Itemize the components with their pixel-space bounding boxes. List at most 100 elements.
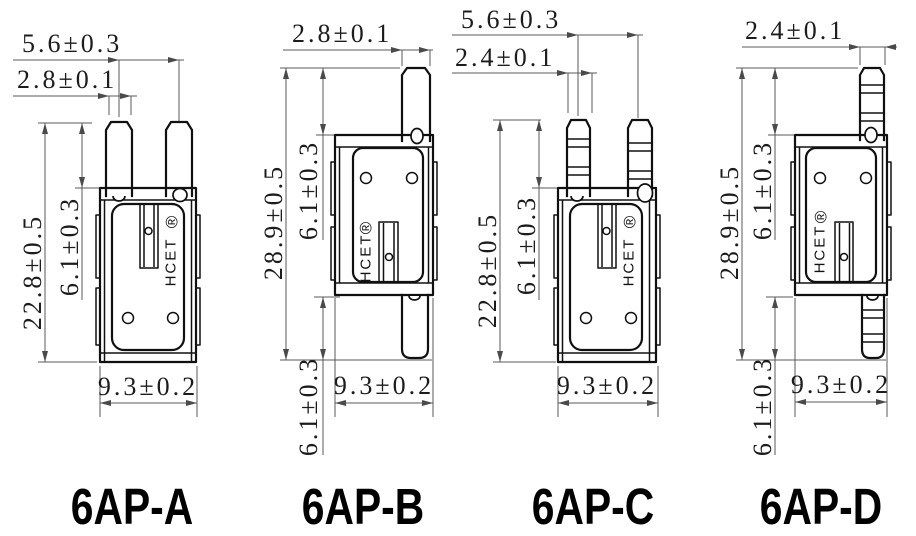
dim-text: 9.3±0.2 xyxy=(98,372,198,401)
side-tab xyxy=(886,226,892,281)
actuator-slot xyxy=(378,221,399,283)
dim-text: 9.3±0.2 xyxy=(334,371,434,400)
dim-text: 2.4±0.1 xyxy=(455,43,555,72)
rivet-oval xyxy=(636,183,654,203)
registered-trademark: ® xyxy=(357,221,376,234)
pin-ridge xyxy=(861,333,885,343)
dim-pin-length-d: 6.1±0.3 xyxy=(748,68,795,240)
pin-ridge xyxy=(861,309,885,319)
dim-total-height-b: 28.9±0.5 xyxy=(259,67,432,361)
rivet-oval xyxy=(410,127,424,145)
registered-trademark: ® xyxy=(621,215,640,228)
device-6ap-b: ® HCET xyxy=(330,66,438,360)
dim-text: 2.8±0.1 xyxy=(17,65,117,94)
terminal-pin-left xyxy=(104,120,134,198)
mount-hole xyxy=(579,311,593,325)
dim-text: 2.8±0.1 xyxy=(292,19,392,48)
mount-hole xyxy=(359,171,373,185)
side-tab xyxy=(95,214,101,279)
pin-ridge xyxy=(627,142,653,152)
dimension-drawing-canvas: 5.6±0.3 2.8±0.1 22.8±0.5 xyxy=(13,5,897,456)
dim-text: 6.1±0.3 xyxy=(748,356,777,456)
slot-hole xyxy=(839,252,849,262)
side-tab xyxy=(330,161,336,216)
terminal-pin-top xyxy=(400,66,432,143)
actuator-slot xyxy=(597,203,617,269)
mount-hole xyxy=(624,311,638,325)
side-tab xyxy=(655,287,661,346)
dim-text: 6.1±0.3 xyxy=(512,195,541,295)
variant-label-6ap-c: 6AP-C xyxy=(531,478,655,535)
dim-body-width-d: 9.3±0.2 xyxy=(791,298,888,417)
dim-text: 5.6±0.3 xyxy=(461,5,561,34)
dim-text: 2.4±0.1 xyxy=(745,16,845,45)
dim-text: 28.9±0.5 xyxy=(259,164,288,280)
pin-ridge xyxy=(859,84,885,94)
slot-hole xyxy=(602,226,611,236)
variant-label-6ap-a: 6AP-A xyxy=(70,478,194,535)
dim-text: 5.6±0.3 xyxy=(22,29,122,58)
pin-ridge xyxy=(566,166,591,176)
slot-hole xyxy=(384,252,394,262)
brand-logo-text: HCET xyxy=(621,238,638,287)
dim-text: 9.3±0.2 xyxy=(557,371,657,400)
side-tab xyxy=(95,287,101,346)
drawing-6ap-c: 5.6±0.3 2.4±0.1 22.8±0.5 xyxy=(452,5,661,417)
case-outline xyxy=(793,133,889,297)
dim-pin-length-c: 6.1±0.3 xyxy=(512,120,558,300)
terminal-pin-bottom xyxy=(860,293,886,360)
terminal-pin-bottom xyxy=(400,293,430,360)
case-outline xyxy=(98,186,198,364)
device-6ap-c: ® HCET xyxy=(553,118,661,364)
side-tab xyxy=(790,161,796,216)
drawing-6ap-b: 2.8±0.1 28.9±0.5 6.1±0.3 6 xyxy=(259,19,438,456)
dim-pin-width-a: 2.8±0.1 xyxy=(13,65,137,115)
side-tab xyxy=(553,214,559,279)
dim-total-height-d: 28.9±0.5 xyxy=(715,67,886,361)
rivet-arc xyxy=(570,195,584,202)
actuator-slot xyxy=(834,221,854,283)
slot-hole xyxy=(144,226,153,236)
dim-text: 6.1±0.3 xyxy=(294,356,323,456)
drawing-6ap-a: 5.6±0.3 2.8±0.1 22.8±0.5 xyxy=(13,29,201,417)
registered-trademark: ® xyxy=(163,215,182,228)
rivet-oval xyxy=(172,187,188,203)
dim-body-width-b: 9.3±0.2 xyxy=(334,298,434,417)
side-tab xyxy=(432,161,438,216)
dim-bottom-pin-length-b: 6.1±0.3 xyxy=(294,296,340,456)
dim-pin-pitch-c: 5.6±0.3 xyxy=(452,5,643,118)
dim-text: 6.1±0.3 xyxy=(294,140,323,240)
variant-label-6ap-b: 6AP-B xyxy=(301,478,425,535)
pin-ridge xyxy=(627,170,653,180)
dim-text: 6.1±0.3 xyxy=(748,140,777,240)
side-tab xyxy=(432,226,438,281)
mount-hole xyxy=(859,171,873,185)
actuator-slot xyxy=(139,203,159,269)
dim-pin-length-a: 6.1±0.3 xyxy=(55,123,100,300)
mount-hole xyxy=(166,311,180,325)
rivet-oval xyxy=(864,126,878,144)
dim-pin-width-b: 2.8±0.1 xyxy=(283,19,433,66)
side-tab xyxy=(886,161,892,216)
brand-logo-text: HCET xyxy=(812,225,829,274)
mount-hole xyxy=(405,171,419,185)
side-tab xyxy=(195,287,201,346)
dim-body-width-a: 9.3±0.2 xyxy=(98,366,198,417)
drawing-6ap-d: 2.4±0.1 28.9±0.5 6.1±0.3 6 xyxy=(715,16,897,456)
dim-text: 28.9±0.5 xyxy=(715,164,744,280)
side-tab xyxy=(790,226,796,281)
dim-pin-width-d: 2.4±0.1 xyxy=(742,16,897,65)
mount-hole xyxy=(813,171,827,185)
variant-label-6ap-d: 6AP-D xyxy=(759,478,883,535)
side-tab xyxy=(655,214,661,279)
brand-logo-text: HCET xyxy=(163,238,180,287)
device-6ap-d: ® HCET xyxy=(790,66,892,360)
rivet-arc xyxy=(408,295,421,301)
pin-ridge xyxy=(859,112,885,122)
side-tab xyxy=(195,214,201,279)
dim-text: 22.8±0.5 xyxy=(18,214,47,330)
side-tab xyxy=(330,226,336,281)
dim-text: 22.8±0.5 xyxy=(473,212,502,328)
dim-pin-length-b: 6.1±0.3 xyxy=(294,68,337,240)
